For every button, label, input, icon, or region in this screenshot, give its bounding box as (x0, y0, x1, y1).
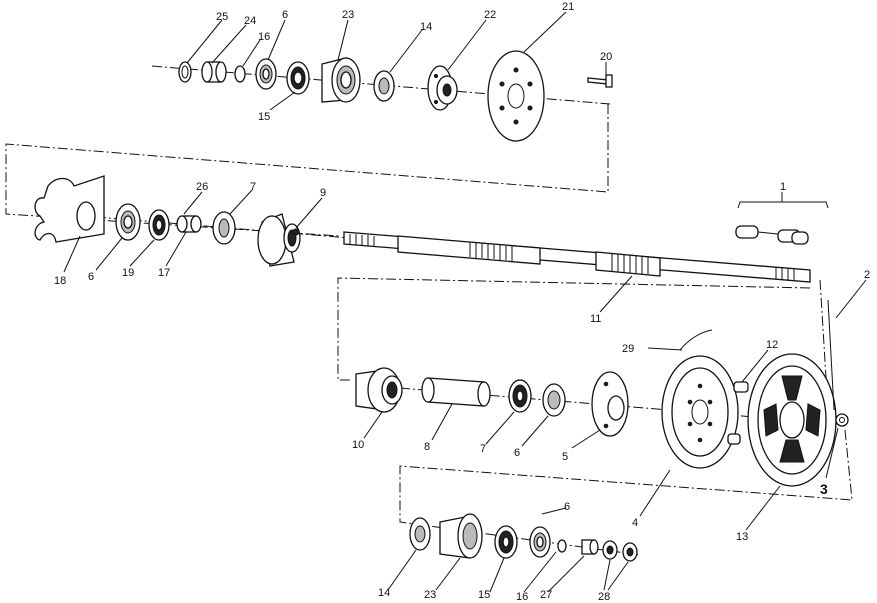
bearing-7-sprocket (508, 379, 532, 413)
middle-row-parts (34, 175, 829, 283)
axle-shaft-11 (343, 231, 811, 283)
part-label: 7 (480, 443, 486, 455)
part-label: 29 (622, 343, 634, 355)
part-label: 6 (564, 501, 570, 513)
part-label: 20 (600, 51, 612, 63)
part-label: 11 (590, 313, 601, 325)
part-label: 9 (320, 187, 326, 199)
leader-lines (63, 11, 867, 593)
part-label: 28 (598, 591, 610, 603)
part-label: 25 (216, 11, 228, 23)
top-row-parts (178, 50, 613, 142)
bolt-20 (587, 74, 613, 88)
sprocket-13 (747, 353, 837, 487)
seal-14-top (373, 70, 395, 102)
sprocket-row-parts (355, 299, 849, 487)
bearing-6-top (255, 58, 277, 90)
part-label: 18 (54, 275, 66, 287)
assembly-lines (5, 65, 853, 556)
part-number-labels: 25 24 16 6 23 14 22 21 20 15 26 7 9 18 6… (54, 1, 870, 603)
part-label: 4 (632, 517, 638, 529)
part-label: 15 (258, 111, 270, 123)
part-label: 23 (424, 589, 436, 601)
part-label: 12 (766, 339, 778, 351)
o-ring-16-bottom (557, 539, 567, 553)
bearing-6-bottom (529, 526, 551, 558)
bearing-carrier-10 (355, 367, 403, 413)
part-label: 24 (244, 15, 256, 27)
spacer-tube-8 (421, 377, 491, 407)
part-label: 14 (420, 21, 432, 33)
part-label: 3 (820, 481, 828, 497)
part-label: 21 (562, 1, 574, 13)
seal-14-bottom (409, 517, 431, 551)
bearing-carrier-9 (257, 213, 301, 267)
spacer-24 (201, 61, 227, 83)
part-label: 22 (484, 9, 496, 21)
part-label: 7 (250, 181, 256, 193)
snap-ring-25 (178, 61, 192, 83)
part-label: 8 (424, 441, 430, 453)
part-label: 5 (562, 451, 568, 463)
part-label: 27 (540, 589, 552, 601)
seal-7-mid (212, 211, 236, 245)
bearing-6-mid (115, 203, 141, 241)
part-label: 2 (864, 269, 870, 281)
stud-12 (727, 381, 749, 445)
part-label: 6 (514, 447, 520, 459)
bearing-19 (148, 209, 170, 241)
master-link-1 (735, 201, 829, 245)
part-label: 16 (516, 591, 528, 603)
part-label: 16 (258, 31, 270, 43)
part-label: 23 (342, 9, 354, 21)
bearing-carrier-23-bottom (439, 513, 483, 559)
part-label: 15 (478, 589, 490, 601)
brake-disc-21 (487, 50, 545, 142)
bearing-carrier-23-top (321, 57, 361, 103)
spacer-27 (581, 539, 599, 555)
part-label: 13 (736, 531, 748, 543)
bearing-15-bottom (494, 525, 518, 559)
part-label: 1 (780, 181, 786, 193)
nuts-28 (602, 540, 638, 562)
part-label: 6 (88, 271, 94, 283)
hub-22 (427, 65, 458, 111)
part-label: 26 (196, 181, 208, 193)
spacer-17 (176, 215, 202, 233)
part-label: 10 (352, 439, 364, 451)
seal-6-sprocket (542, 383, 566, 417)
sprocket-hub-5 (591, 371, 629, 437)
bearing-15-top (286, 61, 310, 95)
bottom-row-parts (409, 513, 638, 562)
part-label: 17 (158, 267, 170, 279)
part-label: 14 (378, 587, 390, 599)
o-ring-16 (234, 65, 246, 83)
nut-3 (835, 413, 849, 427)
part-label: 6 (282, 9, 288, 21)
chain-29 (679, 329, 713, 351)
part-label: 19 (122, 267, 134, 279)
chain-2 (827, 299, 835, 411)
sprocket-4 (661, 355, 739, 469)
